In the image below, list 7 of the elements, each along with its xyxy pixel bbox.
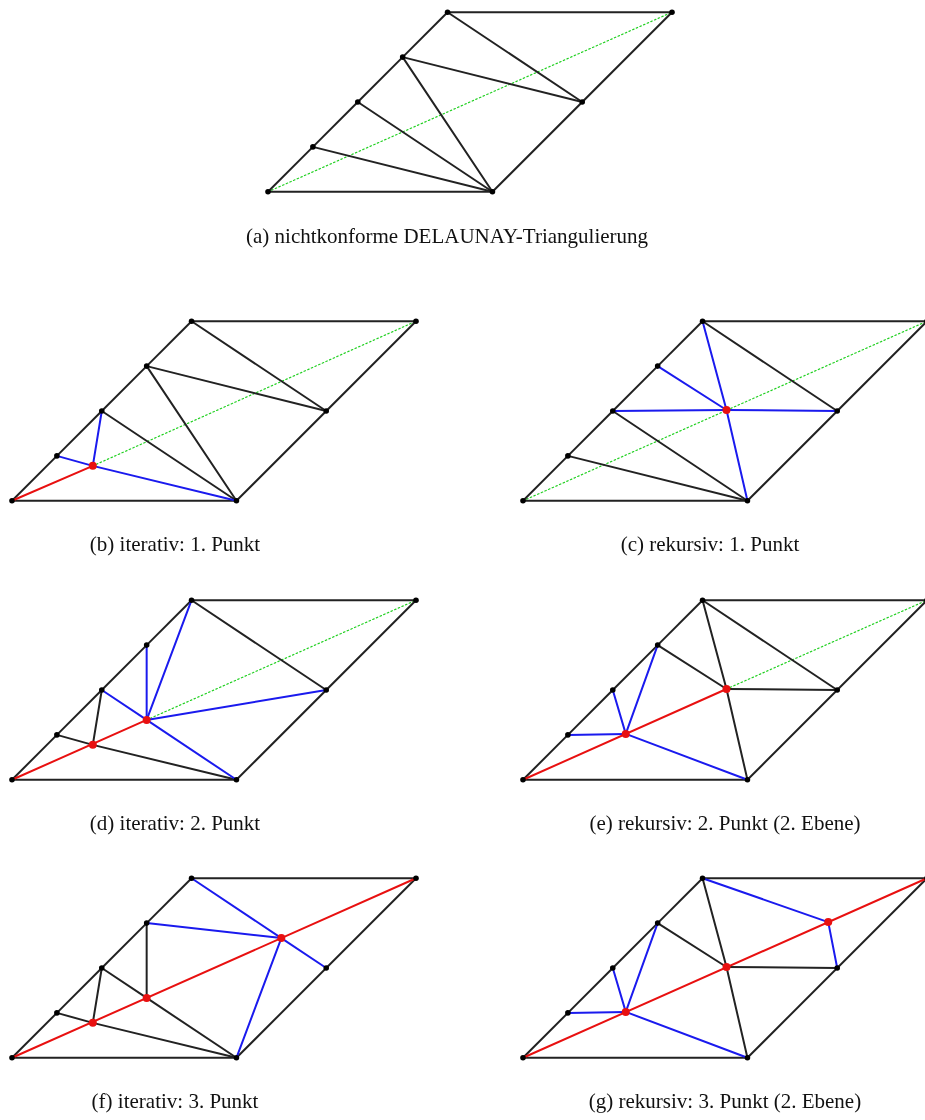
figure-caption: (b) iterativ: 1. Punkt [88, 531, 262, 558]
figure-caption: (c) rekursiv: 1. Punkt [619, 531, 801, 558]
figure-caption: (d) iterativ: 2. Punkt [88, 810, 262, 837]
figure-caption: (f) iterativ: 3. Punkt [90, 1088, 260, 1115]
figure-caption: (e) rekursiv: 2. Punkt (2. Ebene) [588, 810, 862, 837]
figure-caption: (a) nichtkonforme DELAUNAY-Triangulierung [246, 223, 650, 250]
figure-caption: (g) rekursiv: 3. Punkt (2. Ebene) [587, 1088, 863, 1115]
